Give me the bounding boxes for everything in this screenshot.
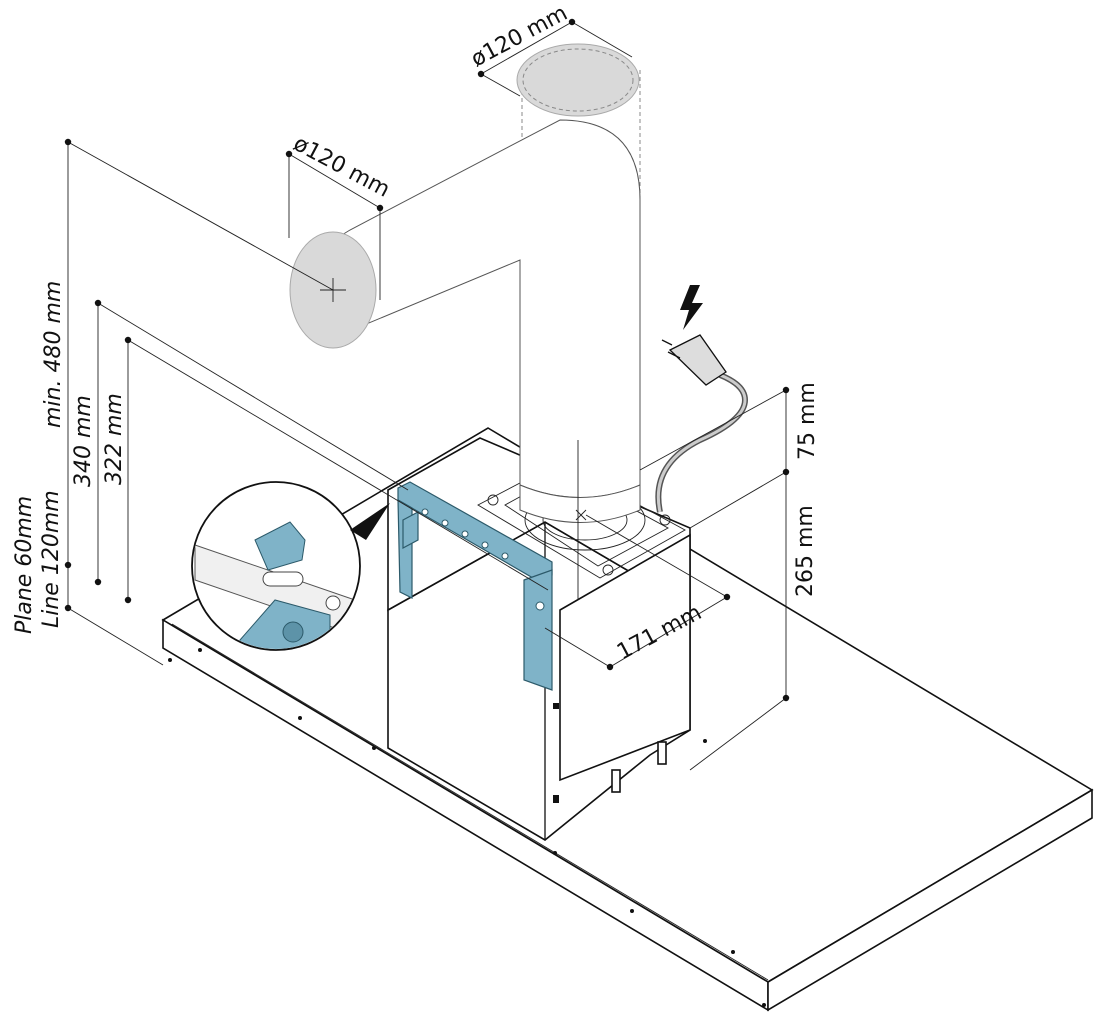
lightning-bolt-icon <box>680 285 703 330</box>
dimension-lines <box>64 18 790 771</box>
line-label: Line 120mm <box>39 490 64 628</box>
plane-label: Plane 60mm <box>12 496 37 634</box>
power-plug-icon <box>661 334 727 386</box>
side-duct-diameter-label: ø120 mm <box>289 131 394 203</box>
min-height-label: min. 480 mm <box>41 281 66 428</box>
power-cable <box>655 372 749 513</box>
height-322-label: 322 mm <box>102 393 127 485</box>
wall-brackets <box>397 481 553 691</box>
height-340-label: 340 mm <box>71 395 96 487</box>
height-75-label: 75 mm <box>795 382 820 460</box>
height-265-label: 265 mm <box>793 505 818 597</box>
bracket-detail-zoom <box>191 481 390 651</box>
